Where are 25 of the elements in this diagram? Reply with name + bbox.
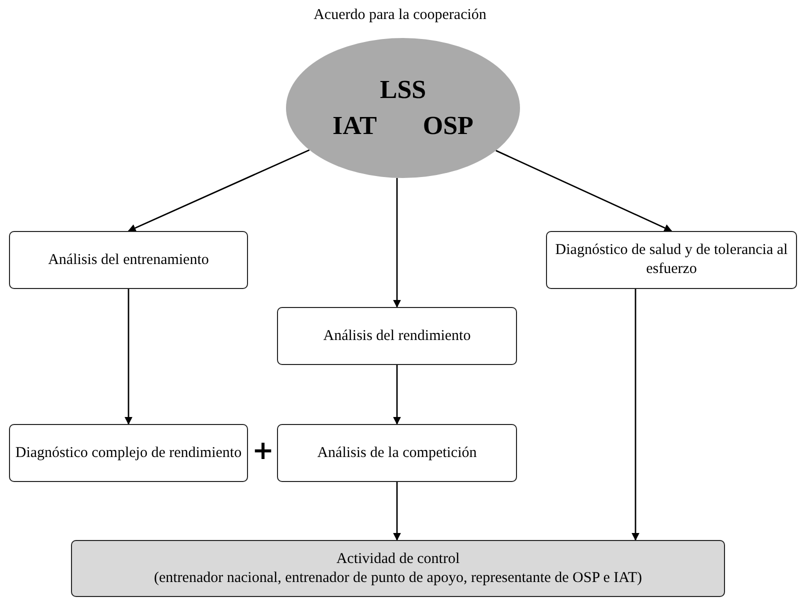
process-box: [546, 231, 797, 289]
node-text: Análisis de la competición: [317, 444, 477, 462]
node-text: Diagnóstico complejo de rendimiento: [15, 444, 242, 462]
node-text: Análisis del entrenamiento: [48, 250, 209, 270]
process-box: [277, 307, 517, 365]
arrow: [393, 482, 401, 541]
node-text: Actividad de control: [336, 550, 460, 568]
node-text: (entrenador nacional, entrenador de punto de apoyo, representante de OSP e IAT): [154, 568, 642, 588]
process-box: [9, 231, 248, 289]
arrow: [496, 150, 672, 232]
arrow: [393, 178, 401, 308]
arrow: [632, 289, 640, 541]
arrow: [124, 289, 132, 425]
node-text: Diagnóstico de salud y de tolerancia al esfuerzo: [554, 241, 789, 279]
node-label: IAT: [332, 110, 377, 142]
node-label: OSP: [422, 110, 474, 142]
node-label: LSS: [378, 74, 428, 106]
arrow: [393, 365, 401, 425]
arrow: [128, 149, 310, 232]
diagram-title: Acuerdo para la cooperación: [312, 6, 488, 25]
process-box: [9, 424, 248, 482]
node-text: Análisis del rendimiento: [323, 326, 471, 346]
plus-sign: +: [251, 436, 275, 466]
process-box: [71, 540, 725, 597]
process-box: [277, 424, 517, 482]
